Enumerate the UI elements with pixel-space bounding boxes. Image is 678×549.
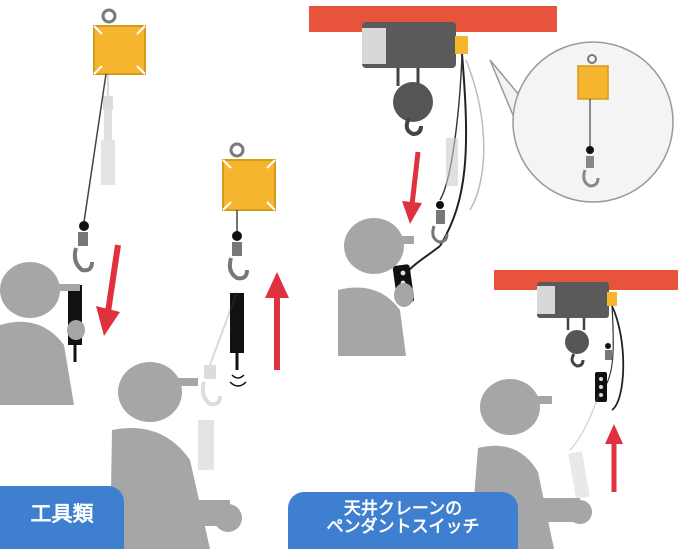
spring-balancer-icon [222,159,276,211]
pendant-switch-icon [595,372,607,402]
balancer-scene-1 [0,8,146,405]
spring-balancer-icon [577,65,609,100]
spring-balancer-icon [93,25,146,75]
hoist-icon [362,22,468,137]
hoist-icon [537,282,617,368]
arrow-down-icon [96,244,121,336]
label-crane-line1: 天井クレーンの [343,499,463,519]
label-crane-line2: ペンダントスイッチ [326,517,480,537]
worker-icon [338,218,414,356]
arrow-down-icon [402,151,422,224]
hook-icon [72,232,94,273]
balancer-scene-2 [110,142,289,549]
arrow-up-icon [265,272,289,370]
label-crane-pendant-switch: 天井クレーンの ペンダントスイッチ [288,492,518,549]
crane-scene-1 [309,6,674,356]
hook-icon [227,242,249,281]
label-tools: 工具類 [0,486,124,549]
zoom-callout-icon [489,41,674,203]
hanger-ring-icon [101,8,117,24]
tool-icon [230,293,244,353]
hanger-ring-icon [229,142,245,158]
worker-icon [0,262,85,405]
worker-icon [110,362,242,549]
arrow-up-icon [605,424,623,492]
